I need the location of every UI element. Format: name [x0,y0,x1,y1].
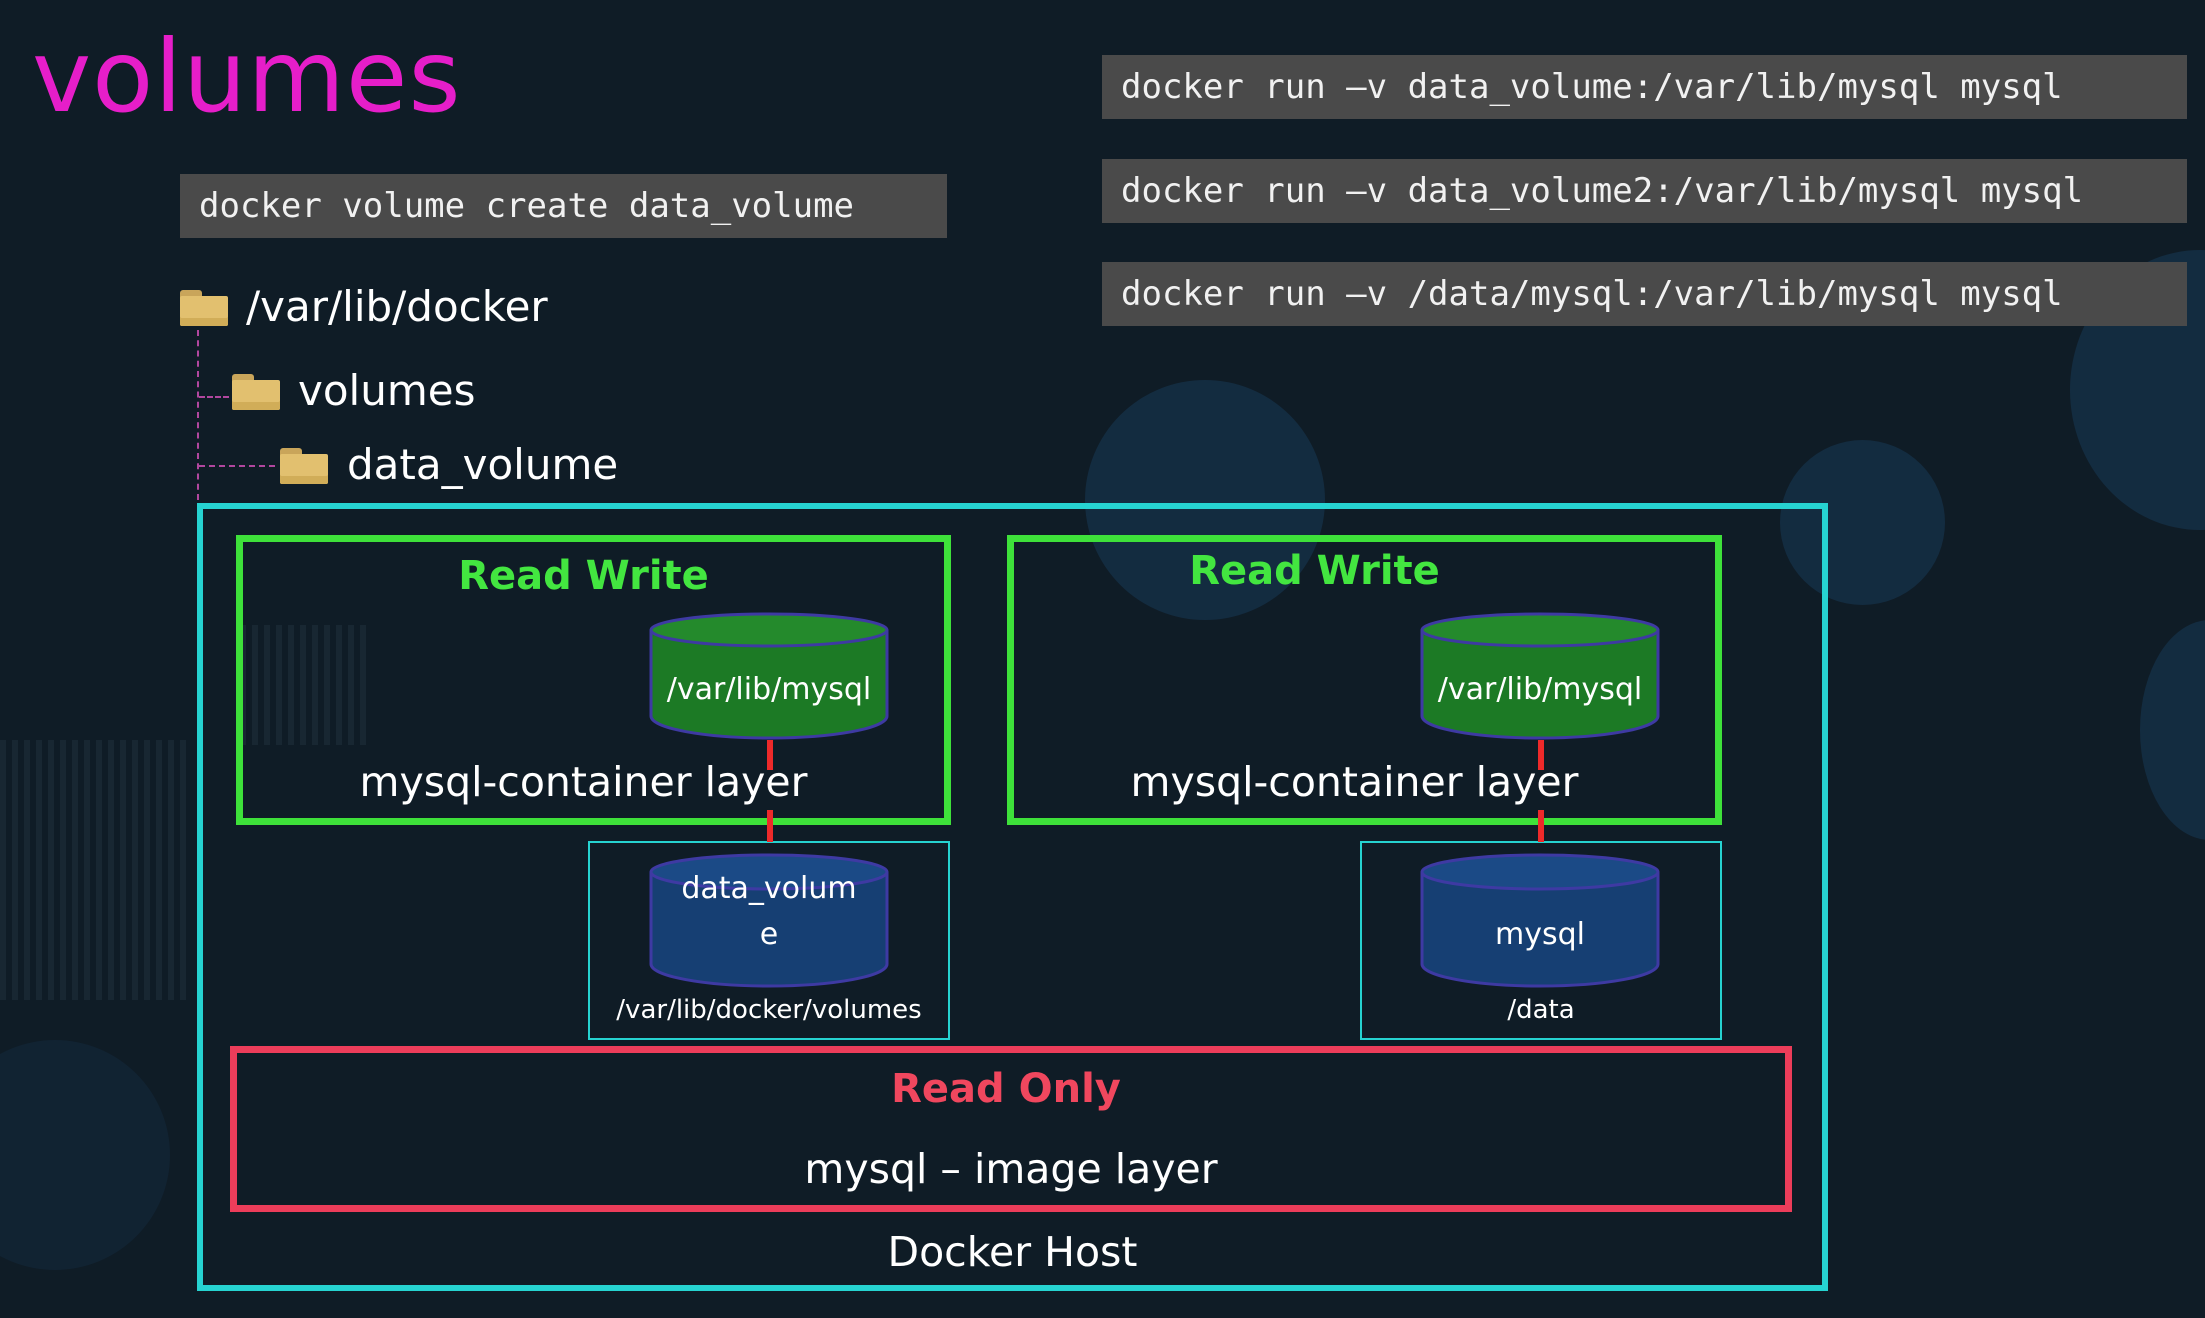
tree-volumes-label: volumes [298,366,476,415]
cylinder-icon [1420,612,1660,740]
background-bubble [1085,380,1325,620]
tree-data-volume-label: data_volume [347,440,619,489]
right-mount-link [1538,810,1544,842]
tree-connector [197,330,199,500]
left-container-layer-box [236,535,951,825]
folder-icon [180,290,228,326]
tree-connector [199,465,275,467]
background-bubble [0,1040,170,1270]
cylinder-icon [649,612,889,740]
right-mount-label: /var/lib/mysql [1437,672,1643,707]
right-volume-name: mysql [1495,917,1585,952]
left-volume-box [588,841,950,1040]
background-container-graphic [0,740,190,1000]
cylinder-icon [1420,853,1660,988]
left-volume-path: /var/lib/docker/volumes [616,995,922,1025]
cylinder-icon [649,853,889,988]
command-run-bind-mount: docker run –v /data/mysql:/var/lib/mysql… [1102,262,2187,326]
left-mount-link [767,810,773,842]
command-volume-create: docker volume create data_volume [180,174,947,238]
background-container-graphic [240,625,370,745]
right-read-write-label: Read Write [1189,548,1440,594]
right-volume-cylinder: mysql [1420,852,1660,988]
left-mount-label: /var/lib/mysql [666,672,872,707]
right-volume-path: /data [1507,995,1575,1025]
page-title: volumes [32,18,462,135]
command-run-data-volume2: docker run –v data_volume2:/var/lib/mysq… [1102,159,2187,223]
tree-connector [199,396,229,398]
folder-icon [232,374,280,410]
tree-root-label: /var/lib/docker [246,282,548,331]
right-container-layer-label: mysql-container layer [1130,758,1579,806]
image-layer-label: mysql – image layer [804,1145,1218,1193]
left-volume-name-line2: e [759,917,779,952]
background-bubble [2140,620,2205,840]
docker-host-label: Docker Host [887,1228,1138,1276]
right-container-layer-box [1007,535,1722,825]
left-volume-cylinder: data_volum e [649,852,889,988]
background-bubble [1780,440,1945,605]
command-run-data-volume: docker run –v data_volume:/var/lib/mysql… [1102,55,2187,119]
right-volume-box [1360,841,1722,1040]
folder-icon [280,448,328,484]
read-only-label: Read Only [891,1066,1121,1112]
image-layer-box [230,1046,1792,1212]
left-container-layer-label: mysql-container layer [359,758,808,806]
left-mount-link [767,740,773,770]
left-mount-cylinder: /var/lib/mysql [649,612,889,740]
right-mount-cylinder: /var/lib/mysql [1420,612,1660,740]
left-read-write-label: Read Write [458,553,709,599]
docker-host-box [197,503,1828,1291]
right-mount-link [1538,740,1544,770]
left-volume-name-line1: data_volum [681,871,857,906]
